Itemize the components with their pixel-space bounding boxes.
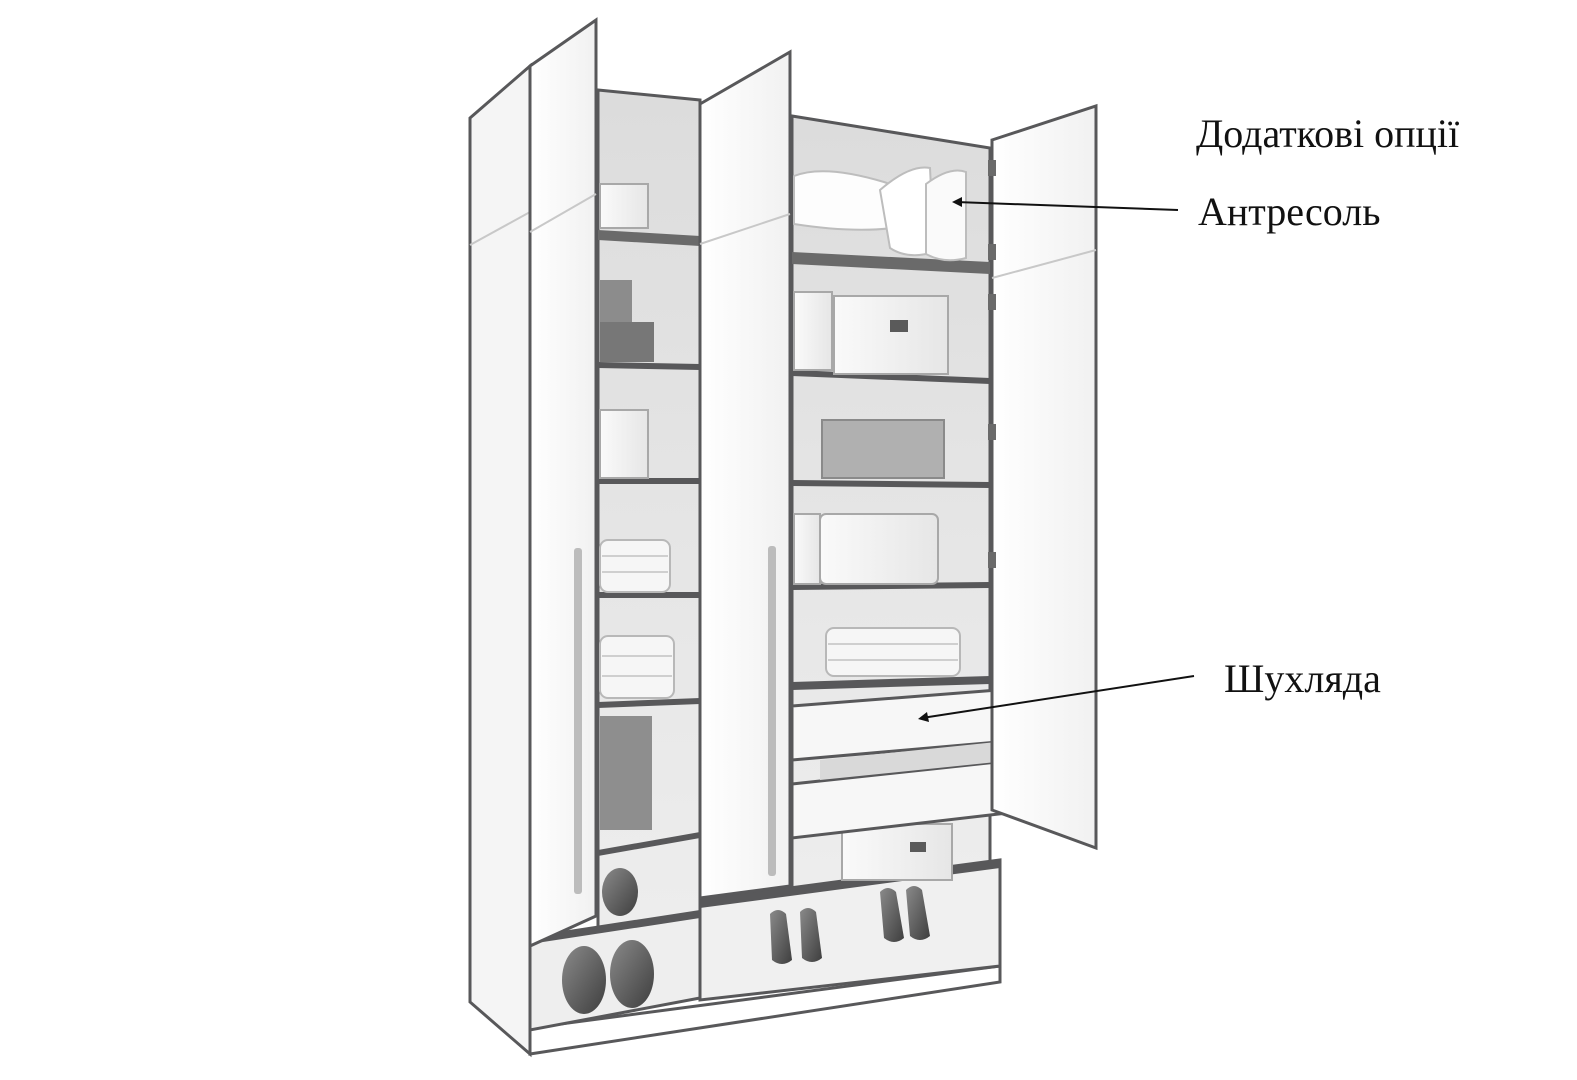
- drawers: [790, 688, 1018, 840]
- mezzanine-leader-line: [955, 201, 1179, 211]
- doors: [528, 17, 1098, 949]
- options-heading: Додаткові опції: [1196, 111, 1460, 156]
- mezzanine-arrowhead: [952, 197, 962, 207]
- mezzanine-label: Антресоль: [1198, 189, 1381, 234]
- drawer-leader-line: [921, 675, 1195, 719]
- drawer-label: Шухляда: [1224, 656, 1381, 701]
- drawer-arrowhead: [918, 712, 929, 722]
- stored-items: [599, 166, 967, 881]
